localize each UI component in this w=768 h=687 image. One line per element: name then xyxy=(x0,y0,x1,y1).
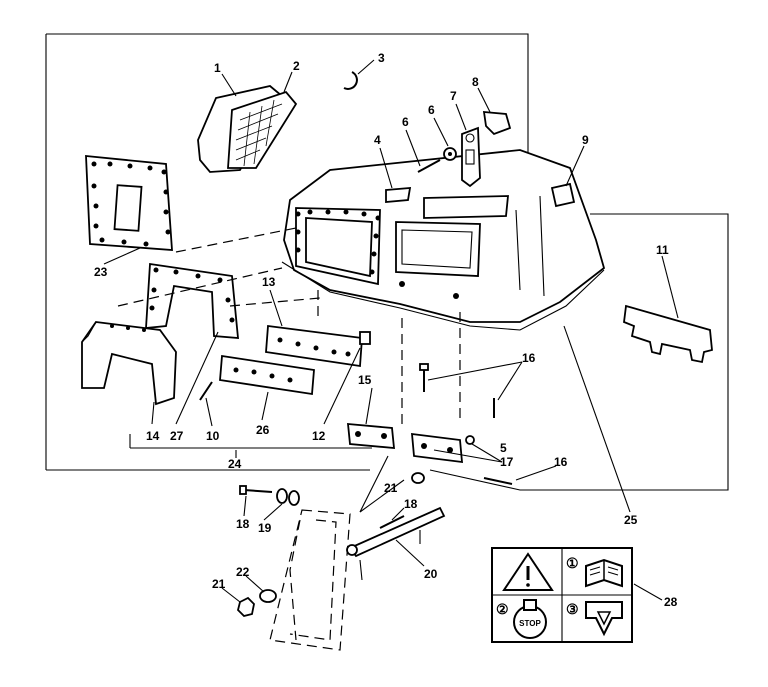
bumper-guard xyxy=(81,321,177,406)
decal-panel1-number: ① xyxy=(566,555,579,571)
callout-5: 5 xyxy=(500,441,507,455)
callout-22: 22 xyxy=(236,565,250,579)
stop-label: STOP xyxy=(519,619,541,628)
callout-6a: 6 xyxy=(402,115,409,129)
lower-mount-outline xyxy=(269,509,351,651)
callout-6b: 6 xyxy=(428,103,435,117)
callout-4: 4 xyxy=(374,133,381,147)
callout-28: 28 xyxy=(664,595,678,609)
decal-panel2-number: ② xyxy=(496,601,509,617)
callout-2: 2 xyxy=(293,59,300,73)
warning-triangle-icon xyxy=(502,552,554,591)
callout-3: 3 xyxy=(378,51,385,65)
callout-21b: 21 xyxy=(212,577,226,591)
callout-10: 10 xyxy=(206,429,220,443)
callout-23: 23 xyxy=(94,265,108,279)
down-arrow-icon xyxy=(585,601,623,637)
callout-9: 9 xyxy=(582,133,589,147)
hinge-hardware xyxy=(417,111,512,188)
callout-16b: 16 xyxy=(554,455,568,469)
decal-panel3-number: ③ xyxy=(566,601,579,617)
bolts-16 xyxy=(419,363,513,485)
support-rod xyxy=(346,506,446,581)
callout-14: 14 xyxy=(146,429,160,443)
safety-decal: ① ② STOP ③ xyxy=(491,547,633,643)
stop-knob-icon: STOP xyxy=(513,599,547,639)
callout-15: 15 xyxy=(358,373,372,387)
callout-13: 13 xyxy=(262,275,276,289)
rubber-pad xyxy=(550,182,576,208)
snap-ring xyxy=(343,71,358,90)
callout-27: 27 xyxy=(170,429,184,443)
callout-25: 25 xyxy=(624,513,638,527)
callout-20: 20 xyxy=(424,567,438,581)
callout-12: 12 xyxy=(312,429,326,443)
lower-hardware xyxy=(237,472,425,617)
gasket-strip xyxy=(623,304,713,364)
callout-labels: 1 2 3 4 5 6 6 7 8 9 10 11 12 13 14 15 16… xyxy=(94,51,678,609)
manual-book-icon xyxy=(585,558,623,588)
lower-brackets xyxy=(346,423,475,464)
callout-21a: 21 xyxy=(384,481,398,495)
callout-18b: 18 xyxy=(404,497,418,511)
hood-housing xyxy=(281,149,606,331)
bolt-10 xyxy=(199,381,213,401)
callout-17: 17 xyxy=(500,455,514,469)
leader-lines xyxy=(103,59,679,603)
top-bracket-and-mesh xyxy=(197,85,298,173)
callout-16a: 16 xyxy=(522,351,536,365)
callout-26: 26 xyxy=(256,423,270,437)
callout-24: 24 xyxy=(228,457,242,471)
callout-7: 7 xyxy=(450,89,457,103)
assembly-guide-lines xyxy=(117,227,461,430)
callout-18a: 18 xyxy=(236,517,250,531)
callout-1: 1 xyxy=(214,61,221,75)
callout-11: 11 xyxy=(656,243,669,257)
assembly-frame xyxy=(45,33,729,491)
u-frame xyxy=(145,262,239,339)
callout-8: 8 xyxy=(472,75,479,89)
side-plate xyxy=(85,155,173,251)
mount-brackets xyxy=(219,324,371,396)
callout-19: 19 xyxy=(258,521,272,535)
